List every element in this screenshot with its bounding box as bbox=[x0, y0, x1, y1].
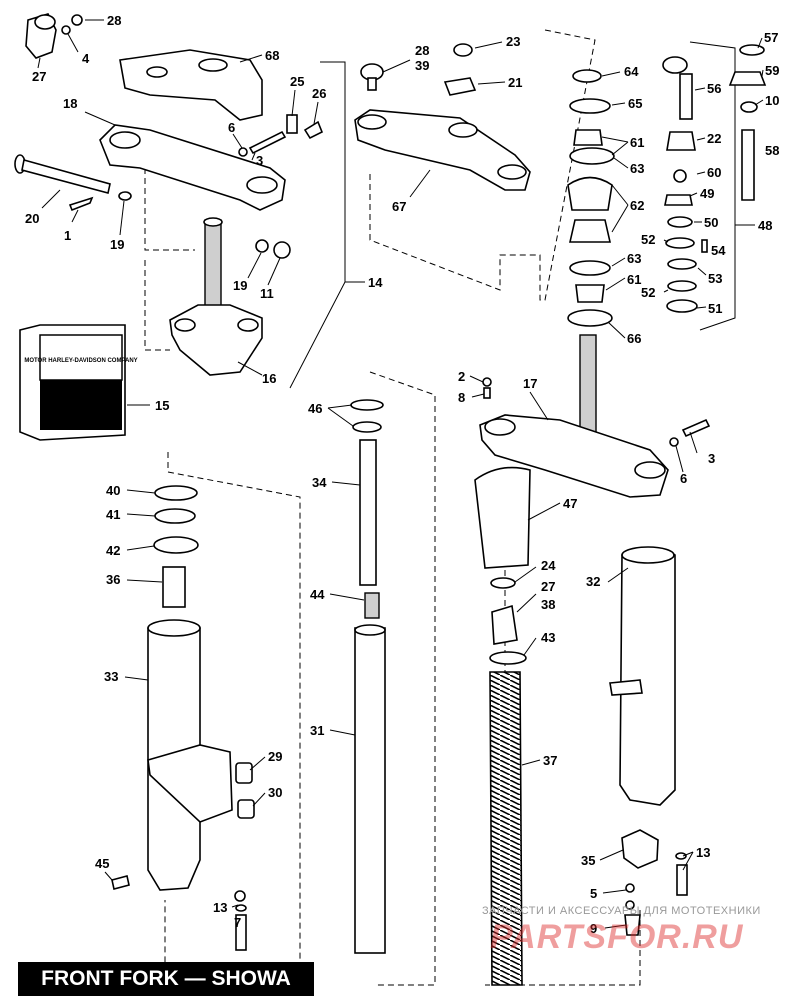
callout-label: 19 bbox=[110, 237, 124, 252]
part-37-fork-spring bbox=[489, 671, 523, 986]
logo-box-text: MOTOR HARLEY-DAVIDSON COMPANY bbox=[24, 358, 137, 364]
callout-label: 33 bbox=[104, 669, 118, 684]
callout-label: 23 bbox=[506, 34, 520, 49]
callout-label: 35 bbox=[581, 853, 595, 868]
callout-label: 38 bbox=[541, 597, 555, 612]
callout-label: 3 bbox=[256, 153, 263, 168]
callout-label: 60 bbox=[707, 165, 721, 180]
callout-label: 53 bbox=[708, 271, 722, 286]
callout-label: 22 bbox=[707, 131, 721, 146]
part-48-stem-hardware bbox=[662, 44, 767, 313]
part-15-logo-box: MOTOR HARLEY-DAVIDSON COMPANY bbox=[19, 324, 138, 441]
callout-label: 42 bbox=[106, 543, 120, 558]
callout-label: 47 bbox=[563, 496, 577, 511]
part-3-bolt-and-washers bbox=[238, 114, 324, 157]
callout-label: 13 bbox=[696, 845, 710, 860]
callout-label: 34 bbox=[312, 475, 327, 490]
part-20-axle-bolt bbox=[14, 154, 132, 212]
callout-label: 65 bbox=[628, 96, 642, 111]
callout-label: 20 bbox=[25, 211, 39, 226]
callout-label: 68 bbox=[265, 48, 279, 63]
callout-labels: 28 4 27 68 18 25 26 6 3 20 1 19 19 11 14… bbox=[25, 13, 779, 936]
part-47-cover bbox=[474, 466, 531, 665]
callout-label: 51 bbox=[708, 301, 722, 316]
callout-label: 16 bbox=[262, 371, 276, 386]
callout-label: 44 bbox=[310, 587, 325, 602]
callout-label: 14 bbox=[368, 275, 383, 290]
callout-label: 29 bbox=[268, 749, 282, 764]
part-33-fork-slider bbox=[111, 485, 255, 951]
part-27-28-4-cap bbox=[25, 13, 83, 59]
callout-label: 18 bbox=[63, 96, 77, 111]
callout-label: 1 bbox=[64, 228, 71, 243]
callout-label: 7 bbox=[234, 915, 241, 930]
callout-label: 41 bbox=[106, 507, 120, 522]
callout-label: 67 bbox=[392, 199, 406, 214]
callout-label: 3 bbox=[708, 451, 715, 466]
callout-label: 28 bbox=[107, 13, 121, 28]
diagram-title: FRONT FORK — SHOWA bbox=[18, 962, 314, 996]
callout-label: 6 bbox=[228, 120, 235, 135]
callout-label: 19 bbox=[233, 278, 247, 293]
callout-label: 63 bbox=[627, 251, 641, 266]
callout-label: 30 bbox=[268, 785, 282, 800]
part-18-lower-bracket bbox=[99, 124, 286, 211]
callout-label: 63 bbox=[630, 161, 644, 176]
callout-label: 15 bbox=[155, 398, 169, 413]
watermark-tagline: ЗАПЧАСТИ И АКСЕССУАРЫ ДЛЯ МОТОТЕХНИКИ bbox=[482, 905, 761, 917]
part-67-top-bracket bbox=[354, 43, 531, 191]
callout-label: 21 bbox=[508, 75, 522, 90]
callout-label: 39 bbox=[415, 58, 429, 73]
callout-label: 27 bbox=[32, 69, 46, 84]
callout-label: 56 bbox=[707, 81, 721, 96]
callout-label: 17 bbox=[523, 376, 537, 391]
callout-label: 27 bbox=[541, 579, 555, 594]
callout-label: 28 bbox=[415, 43, 429, 58]
callout-label: 13 bbox=[213, 900, 227, 915]
callout-label: 45 bbox=[95, 856, 109, 871]
callout-label: 43 bbox=[541, 630, 555, 645]
part-31-34-fork-tube bbox=[350, 399, 386, 954]
callout-label: 57 bbox=[764, 30, 778, 45]
callout-label: 62 bbox=[630, 198, 644, 213]
callout-label: 52 bbox=[641, 285, 655, 300]
callout-label: 46 bbox=[308, 401, 322, 416]
callout-label: 32 bbox=[586, 574, 600, 589]
callout-label: 4 bbox=[82, 51, 90, 66]
callout-label: 66 bbox=[627, 331, 641, 346]
callout-label: 36 bbox=[106, 572, 120, 587]
callout-label: 10 bbox=[765, 93, 779, 108]
callout-label: 9 bbox=[590, 921, 597, 936]
part-16-stem-with-bracket bbox=[169, 217, 291, 376]
callout-label: 61 bbox=[627, 272, 641, 287]
callout-label: 5 bbox=[590, 886, 597, 901]
callout-label: 50 bbox=[704, 215, 718, 230]
callout-label: 59 bbox=[765, 63, 779, 78]
callout-label: 31 bbox=[310, 723, 324, 738]
callout-label: 48 bbox=[758, 218, 772, 233]
callout-label: 49 bbox=[700, 186, 714, 201]
callout-label: 52 bbox=[641, 232, 655, 247]
callout-label: 26 bbox=[312, 86, 326, 101]
callout-label: 6 bbox=[680, 471, 687, 486]
callout-label: 25 bbox=[290, 74, 304, 89]
callout-label: 24 bbox=[541, 558, 556, 573]
callout-label: 64 bbox=[624, 64, 639, 79]
part-steering-stack bbox=[567, 69, 615, 327]
leader-lines bbox=[37, 19, 764, 929]
part-32-fork-slider bbox=[609, 546, 688, 936]
callout-label: 11 bbox=[260, 286, 274, 301]
callout-label: 54 bbox=[711, 243, 726, 258]
callout-label: 58 bbox=[765, 143, 779, 158]
watermark-logo: PARTSFOR.RU bbox=[490, 918, 744, 956]
callout-label: 61 bbox=[630, 135, 644, 150]
part-17-lower-bracket bbox=[479, 334, 711, 498]
part-68-upper-bracket bbox=[119, 49, 263, 121]
callout-label: 37 bbox=[543, 753, 557, 768]
callout-label: 8 bbox=[458, 390, 465, 405]
callout-label: 40 bbox=[106, 483, 120, 498]
callout-label: 2 bbox=[458, 369, 465, 384]
